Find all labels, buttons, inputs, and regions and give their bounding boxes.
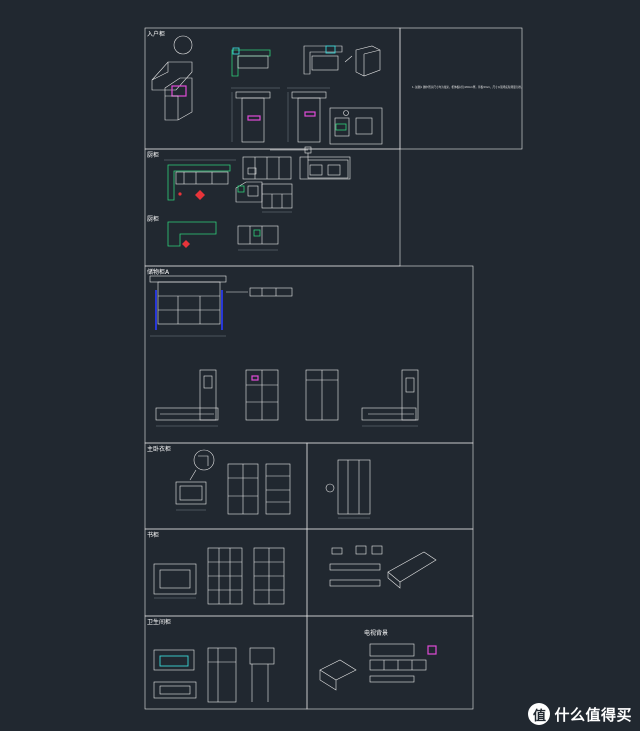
watermark-text: 什么值得买 — [554, 705, 632, 724]
watermark: 值 什么值得买 — [528, 703, 632, 725]
sheet-label-wardrobe: 主卧衣柜 — [147, 446, 172, 453]
wardrobe-drawings — [175, 449, 371, 519]
smzdm-logo-icon: 值 — [528, 703, 551, 725]
sheet-label-bookcase: 书柜 — [147, 532, 160, 539]
bookcase-drawings — [153, 545, 437, 605]
connector-lines — [270, 146, 349, 179]
sheet-label-entry: 入户柜 — [147, 31, 166, 38]
sheet-label-cabinet-a: 储物柜A — [147, 269, 170, 276]
bathroom-cabinet-drawings — [153, 643, 437, 703]
sheet-label-tv-cabinet: 电视背景 — [364, 630, 389, 637]
sheet-frames — [144, 27, 523, 710]
entry-cabinet-drawings — [151, 35, 383, 145]
drawing-note: 1. 如图1 图中所示尺寸均为毫米，柜体板材为18mm厚，背板9mm，尺寸以现场… — [412, 86, 524, 89]
sheet-label-bathroom: 卫生间柜 — [147, 619, 172, 626]
sheet-label-kitchen-b: 厨柜 — [147, 216, 160, 223]
logo-glyph: 值 — [532, 708, 546, 724]
kitchen-cabinet-drawings — [164, 156, 351, 251]
sheet-label-kitchen-a: 厨柜 — [147, 152, 160, 159]
storage-cabinet-drawings — [149, 275, 419, 427]
